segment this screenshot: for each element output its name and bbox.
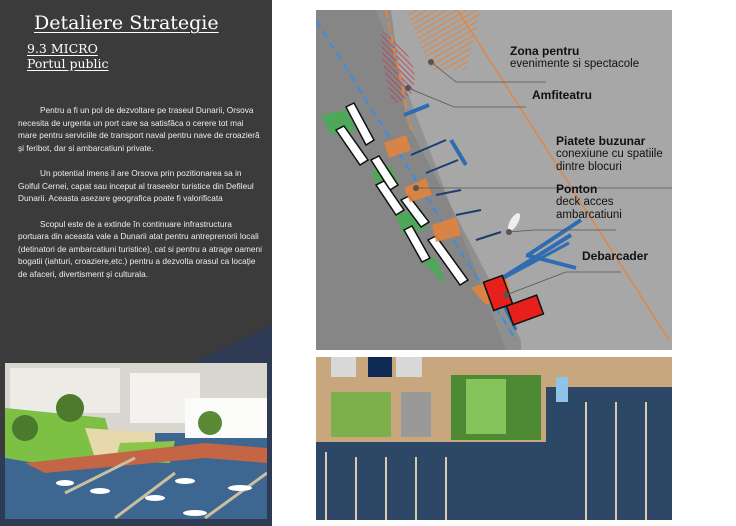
paragraph: Pentru a fi un pol de dezvoltare pe tras…	[18, 105, 260, 153]
label-title: Debarcader	[582, 249, 649, 263]
label-description: deck acces	[556, 196, 614, 208]
label-title: Amfiteatru	[532, 88, 593, 102]
label-description: dintre blocuri	[556, 161, 622, 173]
subtitle-topic: Portul public	[27, 56, 109, 71]
label-description: conexiune cu spatiile	[556, 148, 663, 160]
page-title: Detaliere Strategie	[34, 12, 219, 34]
aerial-map	[316, 10, 672, 350]
harbor-3d-render	[5, 363, 267, 519]
section-subtitle: 9.3 MICRO Portul public	[27, 41, 109, 71]
subtitle-section-number: 9.3 MICRO	[27, 41, 98, 56]
paragraph: Un potential imens il are Orsova prin po…	[18, 168, 254, 203]
label-amphitheatre: Amfiteatru	[532, 89, 592, 102]
label-title: Piatete buzunar	[556, 134, 646, 148]
waterfront-park-plan	[316, 357, 672, 520]
label-landing-stage: Debarcader	[582, 250, 648, 263]
description-text: Pentru a fi un pol de dezvoltare pe tras…	[18, 104, 263, 293]
label-title: Ponton	[556, 182, 598, 196]
label-title: Zona pentru	[510, 44, 580, 58]
paragraph: Scopul este de a extinde în continuare i…	[18, 218, 262, 279]
label-description: ambarcatiuni	[556, 209, 622, 221]
label-description: evenimente si spectacole	[510, 58, 640, 70]
